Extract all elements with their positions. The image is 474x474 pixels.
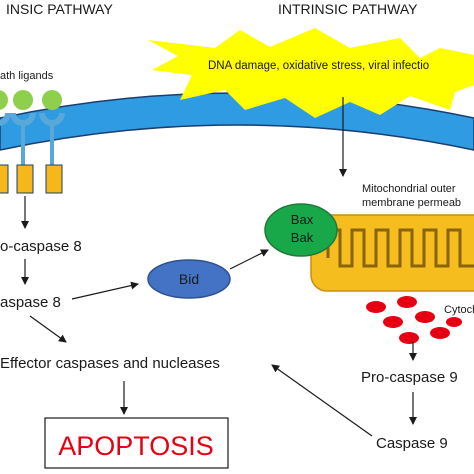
death-ligand: [13, 90, 33, 110]
cytochrome-dot: [383, 316, 403, 328]
stress-signals-label: DNA damage, oxidative stress, viral infe…: [208, 60, 429, 72]
bid-label: Bid: [179, 271, 199, 287]
caspase-8-label: aspase 8: [0, 294, 61, 311]
receptor-stem: [21, 122, 25, 165]
mito-permeabilization-line1: Mitochondrial outer: [362, 183, 456, 195]
cytochrome-dot: [430, 327, 450, 339]
death-ligand: [42, 90, 62, 110]
receptor-stem: [50, 122, 54, 165]
cytochrome-dot: [366, 301, 386, 313]
intrinsic-pathway-header: INTRINSIC PATHWAY: [278, 1, 418, 17]
bak-label: Bak: [291, 230, 314, 245]
mito-permeabilization-line2: membrane permeab: [362, 197, 461, 209]
cytochrome-dot: [446, 317, 462, 327]
bax-label: Bax: [291, 212, 314, 227]
bax-bak-node: [264, 203, 338, 257]
extrinsic-pathway-header: INSIC PATHWAY: [6, 1, 113, 17]
death-domain: [16, 164, 34, 194]
arrow-caspase9-to-effectors: [271, 364, 373, 437]
bid-node: [147, 259, 231, 299]
pro-caspase-9-label: Pro-caspase 9: [361, 369, 458, 386]
cytochrome-dot: [415, 311, 435, 323]
cytochrome-label: Cytoch: [444, 304, 474, 316]
caspase-9-label: Caspase 9: [376, 435, 448, 452]
cytochrome-dot: [397, 296, 417, 308]
apoptosis-box: [44, 417, 229, 469]
cytochrome-dot: [399, 332, 419, 344]
stress-starburst: [148, 28, 474, 118]
cell-membrane: [0, 92, 474, 151]
death-domain: [45, 164, 63, 194]
death-ligand: [0, 90, 8, 110]
arrow-bid-to-baxbak: [229, 249, 269, 270]
death-receptor: [0, 112, 11, 126]
arrow-caspase8-to-bid: [71, 281, 139, 300]
mitochondrion-cristae: [326, 228, 474, 268]
apoptosis-label: APOPTOSIS: [58, 431, 214, 461]
death-ligands-label: ath ligands: [0, 70, 54, 82]
death-receptor-complex: [0, 90, 65, 194]
arrow-caspase8-to-effectors: [29, 315, 67, 343]
pro-caspase-8-label: o-caspase 8: [0, 238, 82, 255]
effector-caspases-label: Effector caspases and nucleases: [0, 355, 220, 372]
death-domain: [0, 164, 9, 194]
cytochrome-c-dots: [366, 296, 462, 344]
